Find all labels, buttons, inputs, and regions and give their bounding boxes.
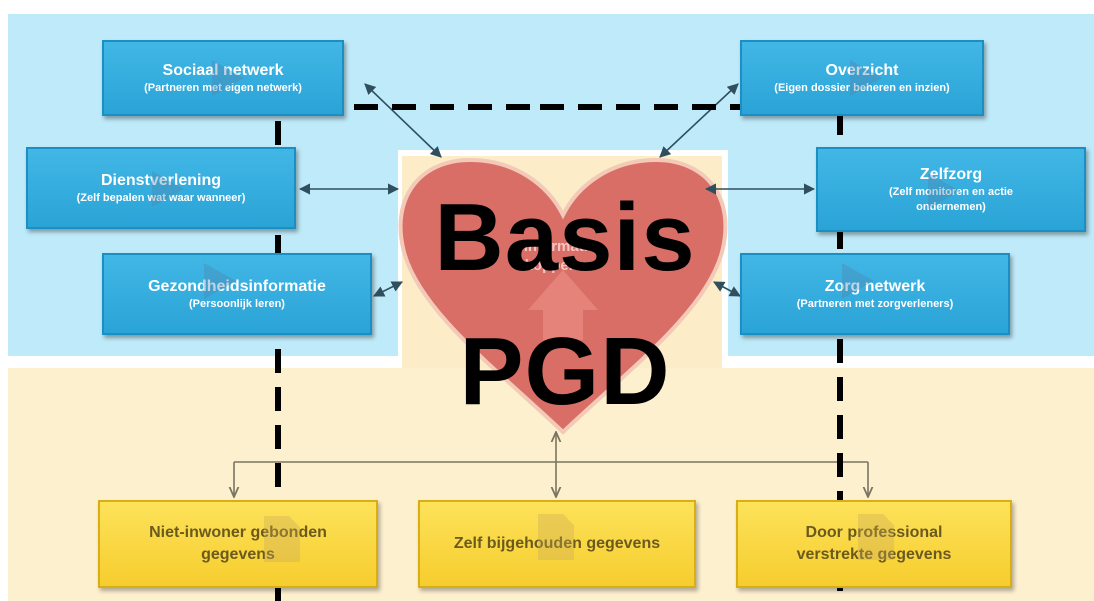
document-icon bbox=[858, 514, 894, 560]
heart-label-line1: Informatie bbox=[523, 238, 597, 255]
box-line1: Zelf bijgehouden gegevens bbox=[453, 535, 661, 552]
connector-zorgnetwerk bbox=[713, 281, 741, 297]
box-title: Gezondheidsinformatie bbox=[148, 277, 326, 295]
box-dienstverlening[interactable]: Dienstverlening (Zelf bepalen wat waar w… bbox=[26, 147, 296, 229]
box-zorg-netwerk[interactable]: Zorg netwerk (Partneren met zorgverlener… bbox=[740, 253, 1010, 335]
box-title: Sociaal netwerk bbox=[162, 61, 284, 79]
box-gezondheidsinformatie[interactable]: Gezondheidsinformatie (Persoonlijk leren… bbox=[102, 253, 372, 335]
box-subtitle: (Partneren met eigen netwerk) bbox=[144, 81, 302, 94]
heart-up-arrow bbox=[528, 270, 598, 340]
big-title-line1: Basis bbox=[434, 184, 696, 291]
box-professional-gegevens[interactable]: Door professional verstrekte gegevens bbox=[736, 500, 1012, 588]
box-line2: verstrekte gegevens bbox=[796, 546, 952, 563]
box-subtitle: (Persoonlijk leren) bbox=[189, 297, 285, 310]
play-icon bbox=[928, 173, 960, 209]
box-niet-inwoner-gegevens[interactable]: Niet-inwoner gebonden gegevens bbox=[98, 500, 378, 588]
play-icon bbox=[842, 263, 874, 299]
box-title: Zelfzorg bbox=[919, 165, 983, 183]
box-sociaal-netwerk[interactable]: Sociaal netwerk (Partneren met eigen net… bbox=[102, 40, 344, 116]
document-icon bbox=[264, 516, 300, 562]
box-line1: Door professional bbox=[805, 524, 943, 541]
connector-gezondheid bbox=[372, 281, 404, 297]
box-title: Overzicht bbox=[825, 61, 899, 79]
heart-label: Informatie koppelaar bbox=[470, 237, 650, 275]
play-icon bbox=[850, 60, 882, 96]
box-overzicht[interactable]: Overzicht (Eigen dossier beheren en inzi… bbox=[740, 40, 984, 116]
box-subtitle-line1: (Zelf monitoren en actie bbox=[888, 185, 1014, 198]
box-zelfzorg[interactable]: Zelfzorg (Zelf monitoren en actie ondern… bbox=[816, 147, 1086, 232]
box-subtitle-line2: ondernemen) bbox=[916, 200, 986, 213]
connector-sociaal bbox=[364, 83, 442, 158]
dashed-line-right bbox=[540, 104, 843, 601]
box-subtitle: (Zelf bepalen wat waar wanneer) bbox=[76, 191, 246, 204]
box-subtitle: (Eigen dossier beheren en inzien) bbox=[774, 81, 950, 94]
play-icon bbox=[152, 171, 184, 207]
box-line1: Niet-inwoner gebonden bbox=[149, 524, 327, 541]
play-icon bbox=[212, 60, 244, 96]
box-title: Zorg netwerk bbox=[824, 277, 926, 295]
box-title: Dienstverlening bbox=[100, 171, 222, 189]
document-icon bbox=[538, 514, 574, 560]
play-icon bbox=[204, 263, 236, 299]
connector-overzicht bbox=[659, 83, 739, 158]
heart-label-line2: koppelaar bbox=[524, 257, 596, 274]
box-subtitle: (Partneren met zorgverleners) bbox=[796, 297, 954, 310]
box-zelf-bijgehouden-gegevens[interactable]: Zelf bijgehouden gegevens bbox=[418, 500, 696, 588]
big-title-line2: PGD bbox=[459, 318, 671, 425]
box-line2: gegevens bbox=[201, 546, 275, 563]
